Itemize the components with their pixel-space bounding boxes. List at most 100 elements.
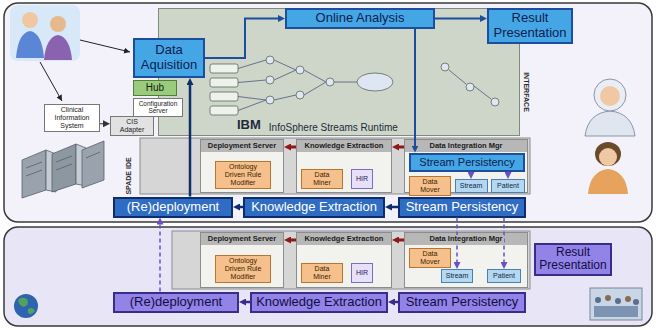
store-box: Patient: [487, 269, 521, 283]
column-heading: Deployment Server: [206, 142, 278, 150]
box-label: (Re)deployment: [118, 200, 228, 215]
box-label: HIR: [355, 175, 369, 183]
store-box: Stream: [441, 269, 473, 283]
component-column: Deployment ServerOntology Driven Rule Mo…: [200, 232, 284, 288]
box-label: Hub: [137, 82, 173, 93]
box-label: Data Aquisition: [138, 43, 200, 72]
server-racks: [86, 152, 100, 158]
server-racks: [26, 170, 42, 176]
column-heading: Data Integration Mgr: [428, 235, 505, 243]
stream-operator: [210, 78, 238, 87]
crowd-picture: [594, 306, 638, 317]
process-box: Online Analysis: [285, 8, 435, 29]
module-box: Data Mover: [409, 176, 451, 196]
module-box: Data Miner: [301, 263, 343, 283]
crowd-picture: [595, 297, 601, 303]
module-box: Data Mover: [409, 248, 451, 268]
process-box: (Re)deployment: [113, 197, 233, 218]
pointer-line: [40, 62, 62, 101]
crowd-picture: [625, 296, 631, 302]
flow-arrow: [414, 29, 416, 149]
bottom-panel: [4, 227, 652, 326]
astronaut-figure: [585, 111, 635, 136]
flow-arrow: [189, 82, 192, 197]
box-label: Result Presentation: [539, 246, 607, 273]
flow-arrow: [288, 146, 296, 149]
box-label: HIR: [355, 269, 369, 277]
box-label: Knowledge Extraction: [255, 295, 383, 310]
stream-operator: [210, 64, 238, 73]
clinician-figures: [50, 16, 66, 32]
clinician-figures: [22, 12, 38, 18]
store-box: Patient: [491, 179, 525, 193]
flow-arrow: [392, 301, 398, 304]
stream-operator: [266, 96, 274, 104]
column-heading: Deployment Server: [206, 235, 278, 243]
inner-panel: [172, 231, 530, 289]
box-label: Ontology Driven Rule Modifier: [219, 163, 267, 186]
server-racks: [52, 144, 76, 192]
server-racks: [82, 141, 104, 188]
woman-figure: [588, 169, 628, 194]
box-label: Stream Persistency: [414, 156, 520, 168]
flow-arrow: [507, 172, 509, 176]
crowd-picture: [605, 295, 611, 301]
module-box: Data Miner: [301, 169, 343, 189]
clinician-figures: [22, 12, 38, 28]
stream-operator: [466, 83, 474, 91]
component-column: Knowledge ExtractionData MinerHIR: [296, 232, 392, 288]
column-heading: Knowledge Extraction: [303, 142, 386, 150]
flow-arrow: [237, 206, 243, 209]
box-label: Data Mover: [413, 250, 447, 266]
process-box: Data Aquisition: [133, 38, 205, 78]
box-label: (Re)deployment: [118, 295, 234, 310]
clinician-figures: [10, 5, 80, 61]
box-label: Configuration Server: [137, 100, 179, 115]
clinician-figures: [10, 5, 80, 61]
module-box: Ontology Driven Rule Modifier: [215, 161, 271, 189]
crowd-picture: [590, 288, 642, 320]
box-label: Stream Persistency: [403, 200, 521, 215]
server-racks: [22, 150, 46, 198]
flow-arrow: [503, 218, 505, 266]
box-label: Ontology Driven Rule Modifier: [219, 257, 267, 280]
process-box: Knowledge Extraction: [250, 292, 388, 313]
stream-operator: [296, 91, 304, 99]
astronaut-figure: [594, 79, 626, 111]
astronaut-figure: [585, 79, 635, 136]
pointer-line: [40, 40, 130, 101]
box-label: Online Analysis: [290, 11, 430, 26]
flow-arrow: [243, 301, 250, 304]
flow-arrow: [435, 18, 483, 20]
vertical-label: INTERFACE: [523, 72, 530, 112]
crowd-picture: [633, 299, 639, 305]
box-label: Patient: [491, 272, 517, 280]
astronaut-figure: [600, 86, 620, 106]
box-label: Data Miner: [305, 171, 339, 187]
stream-operator: [326, 78, 334, 86]
process-box: Result Presentation: [487, 8, 573, 44]
stream-operator: [357, 73, 393, 91]
flow-arrow: [470, 172, 472, 176]
streams-screen: [158, 8, 520, 136]
component-column: Data Integration MgrStream PersistencyDa…: [404, 139, 528, 193]
box-label: Stream: [459, 182, 484, 190]
module-box: HIR: [351, 169, 373, 189]
vertical-label: SPADE IDE: [125, 157, 132, 194]
bottom-panel: [4, 227, 652, 326]
region-title: IBM: [237, 118, 261, 133]
top-panel: [4, 3, 652, 222]
server-racks: [26, 162, 42, 168]
hub-box: Hub: [133, 80, 177, 96]
flow-arrow: [396, 239, 404, 242]
globe-icon: [14, 294, 38, 318]
region-title: InfoSphere Streams Runtime: [269, 122, 398, 133]
system-box: Clinical Information System: [44, 104, 100, 132]
process-box: Stream Persistency: [409, 153, 525, 172]
server-racks: [56, 164, 72, 170]
box-label: Knowledge Extraction: [248, 200, 380, 215]
stream-operator: [210, 106, 238, 115]
